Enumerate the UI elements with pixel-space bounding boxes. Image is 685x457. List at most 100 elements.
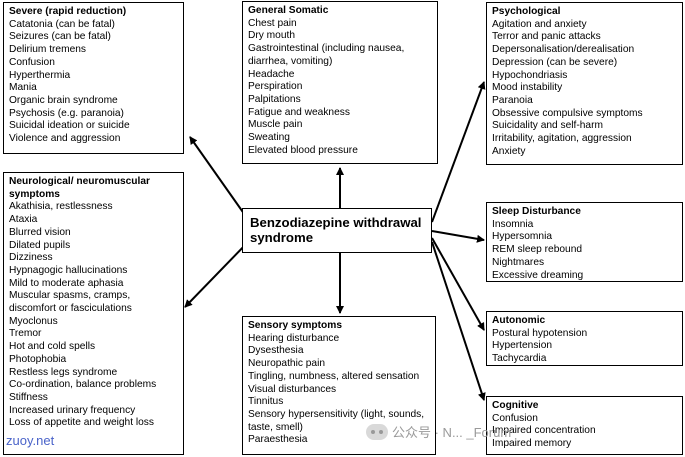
- symptom-item: Perspiration: [248, 81, 303, 93]
- symptom-item: Headache: [248, 68, 295, 80]
- symptom-item: Hypnagogic hallucinations: [9, 264, 128, 276]
- symptom-item: Paraesthesia: [248, 434, 308, 446]
- symptom-item: Gastrointestinal (including nausea,: [248, 43, 405, 55]
- symptom-item: Impaired concentration: [492, 425, 596, 437]
- symptom-item: Muscle pain: [248, 119, 303, 131]
- arrow-to-psychological: [431, 81, 486, 223]
- symptom-item: Mild to moderate aphasia: [9, 277, 124, 289]
- symptom-item: Akathisia, restlessness: [9, 201, 113, 213]
- symptom-item: Increased urinary frequency: [9, 404, 136, 416]
- psychological-title: Psychological: [492, 6, 561, 17]
- symptom-item: Mood instability: [492, 82, 563, 94]
- sensory-title: Sensory symptoms: [248, 320, 342, 331]
- symptom-item: Excessive dreaming: [492, 269, 584, 281]
- symptom-item: Hyperthermia: [9, 69, 71, 81]
- symptom-item: Fatigue and weakness: [248, 106, 350, 118]
- watermark-account: 公众号 · N... _Forum: [366, 422, 511, 441]
- symptom-item: Hypersomnia: [492, 231, 553, 243]
- symptom-item: Paranoia: [492, 94, 533, 106]
- arrow-to-neuro: [184, 239, 251, 308]
- center-box: Benzodiazepine withdrawal syndrome: [242, 208, 432, 253]
- symptom-item: Irritability, agitation, aggression: [492, 133, 632, 145]
- cognitive-title: Cognitive: [492, 400, 539, 411]
- symptom-item: Suicidal ideation or suicide: [9, 120, 130, 132]
- symptom-item: Dilated pupils: [9, 239, 71, 251]
- watermark-account-text: 公众号 · N... _Forum: [392, 425, 512, 440]
- symptom-item: Sweating: [248, 132, 290, 144]
- symptom-item: Palpitations: [248, 93, 301, 105]
- arrow-to-severe: [189, 136, 253, 226]
- symptom-item: Violence and aggression: [9, 133, 121, 145]
- symptom-item: Myoclonus: [9, 315, 58, 327]
- symptom-item: Restless legs syndrome: [9, 366, 118, 378]
- symptom-item: Dysesthesia: [248, 345, 304, 357]
- watermark-site: zuoy.net: [6, 433, 55, 448]
- symptom-item: Seizures (can be fatal): [9, 31, 111, 43]
- symptom-item: Hot and cold spells: [9, 341, 96, 353]
- symptom-item: Photophobia: [9, 353, 67, 365]
- symptom-item: Stiffness: [9, 391, 48, 403]
- symptom-item: Elevated blood pressure: [248, 144, 358, 156]
- arrow-to-autonomic: [431, 237, 485, 331]
- symptom-item: Chest pain: [248, 17, 297, 29]
- severe-box: Severe (rapid reduction) Catatonia (can …: [3, 2, 184, 154]
- symptom-item: Tachycardia: [492, 353, 547, 365]
- symptom-item: Blurred vision: [9, 226, 71, 238]
- symptom-item: Agitation and anxiety: [492, 18, 587, 30]
- symptom-item: Obsessive compulsive symptoms: [492, 107, 643, 119]
- symptom-item: diarrhea, vomiting): [248, 55, 333, 67]
- symptom-item: Ataxia: [9, 214, 38, 226]
- symptom-item: Muscular spasms, cramps, discomfort or f…: [9, 290, 132, 315]
- symptom-item: Tremor: [9, 328, 42, 340]
- symptom-item: Anxiety: [492, 145, 526, 157]
- symptom-item: Confusion: [9, 56, 55, 68]
- arrow-to-cognitive: [431, 241, 486, 401]
- wechat-icon: [366, 423, 388, 440]
- symptom-item: Tinnitus: [248, 396, 284, 408]
- severe-title: Severe (rapid reduction): [9, 6, 127, 17]
- symptom-item: REM sleep rebound: [492, 244, 583, 256]
- symptom-item: Impaired memory: [492, 438, 572, 450]
- symptom-item: Nightmares: [492, 256, 545, 268]
- symptom-item: Mania: [9, 82, 37, 94]
- symptom-item: Insomnia: [492, 218, 534, 230]
- symptom-item: Dizziness: [9, 252, 53, 264]
- symptom-item: Co-ordination, balance problems: [9, 379, 157, 391]
- symptom-item: Delirium tremens: [9, 44, 86, 56]
- symptom-item: Hypertension: [492, 340, 553, 352]
- symptom-item: Terror and panic attacks: [492, 31, 601, 43]
- symptom-item: Depression (can be severe): [492, 56, 618, 68]
- symptom-item: Hypochondriasis: [492, 69, 568, 81]
- symptom-item: Catatonia (can be fatal): [9, 18, 115, 30]
- symptom-item: Tingling, numbness, altered sensation: [248, 370, 420, 382]
- symptom-item: Psychosis (e.g. paranoia): [9, 107, 124, 119]
- symptom-item: Hearing disturbance: [248, 332, 340, 344]
- symptom-item: Suicidality and self-harm: [492, 120, 603, 132]
- center-title: Benzodiazepine withdrawal syndrome: [250, 215, 422, 245]
- symptom-item: Dry mouth: [248, 30, 295, 42]
- neuro-box: Neurological/ neuromuscular symptoms Aka…: [3, 172, 184, 455]
- severe-list: Catatonia (can be fatal)Seizures (can be…: [9, 19, 178, 146]
- sleep-title: Sleep Disturbance: [492, 206, 581, 217]
- arrow-to-sleep: [431, 230, 485, 243]
- symptom-item: Visual disturbances: [248, 383, 337, 395]
- symptom-item: Neuropathic pain: [248, 358, 326, 370]
- symptom-item: Confusion: [492, 412, 538, 424]
- symptom-item: Loss of appetite and weight loss: [9, 417, 154, 429]
- symptom-item: Sensory hypersensitivity (light, sounds,…: [248, 408, 425, 433]
- neuro-title: Neurological/ neuromuscular symptoms: [9, 176, 150, 200]
